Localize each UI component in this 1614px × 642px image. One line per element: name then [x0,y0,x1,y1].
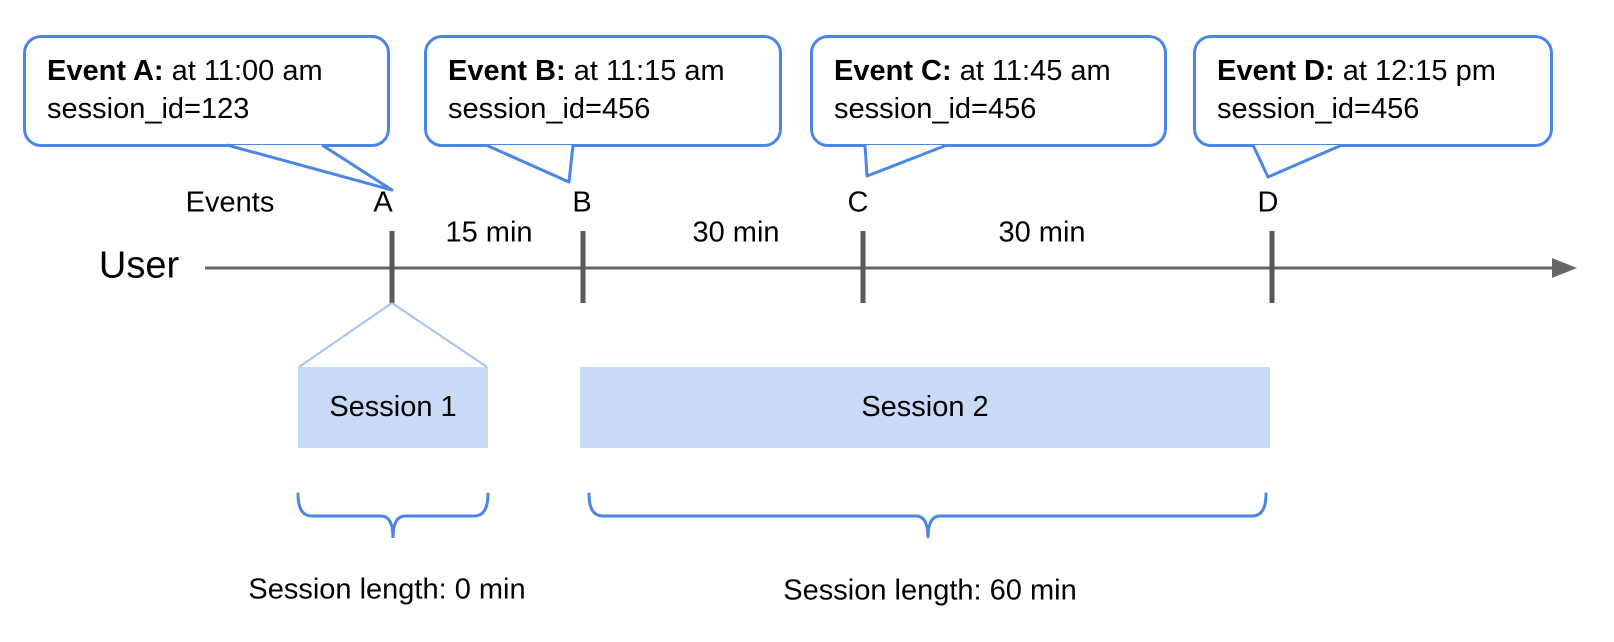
user-label: User [98,244,180,287]
timeline-arrowhead-icon [1552,258,1577,278]
session-1-box: Session 1 [298,367,488,448]
bubble-a-time: at 11:00 am [163,55,323,87]
event-bubble-d: Event D: at 12:15 pm session_id=456 [1193,35,1553,147]
bubble-d-line1: Event D: at 12:15 pm [1217,52,1532,90]
session-2-length-label: Session length: 60 min [783,574,1077,607]
bubble-b-title: Event B: [448,55,566,87]
funnel-line-left [298,302,393,368]
bubble-c-session-id: session_id=456 [834,93,1037,125]
brace-session-2 [587,492,1268,539]
bubble-a-line1: Event A: at 11:00 am [47,52,369,90]
bubble-b-session-id: session_id=456 [448,93,651,125]
interval-label-bc: 30 min [692,216,780,249]
bubble-b-time: at 11:15 am [565,55,725,87]
tick-label-a: A [373,186,393,219]
bubble-tail-a [226,143,394,192]
tick-label-d: D [1257,186,1279,219]
bubble-d-time: at 12:15 pm [1334,55,1496,87]
session-2-label: Session 2 [861,391,989,423]
bubble-d-session-id: session_id=456 [1217,93,1420,125]
bubble-tail-c [863,143,948,178]
funnel-line-right [391,302,488,368]
bubble-c-time: at 11:45 am [951,55,1111,87]
session-2-box: Session 2 [580,367,1270,448]
interval-label-ab: 15 min [445,216,533,249]
tick-label-b: B [572,186,592,219]
session-1-label: Session 1 [329,391,457,423]
bubble-a-title: Event A: [47,55,164,87]
interval-label-cd: 30 min [998,216,1086,249]
event-bubble-a: Event A: at 11:00 am session_id=123 [23,35,390,147]
bubble-c-title: Event C: [834,55,952,87]
bubble-d-title: Event D: [1217,55,1335,87]
bubble-tail-b [485,143,575,184]
session-1-length-label: Session length: 0 min [248,573,526,606]
bubble-a-session-id: session_id=123 [47,93,250,125]
event-bubble-b: Event B: at 11:15 am session_id=456 [424,35,782,147]
tick-label-c: C [847,186,869,219]
bubble-c-line1: Event C: at 11:45 am [834,52,1146,90]
bubble-tail-d [1251,143,1343,179]
bubble-b-line1: Event B: at 11:15 am [448,52,761,90]
events-label: Events [185,186,275,219]
brace-session-1 [296,492,490,539]
event-bubble-c: Event C: at 11:45 am session_id=456 [810,35,1167,147]
